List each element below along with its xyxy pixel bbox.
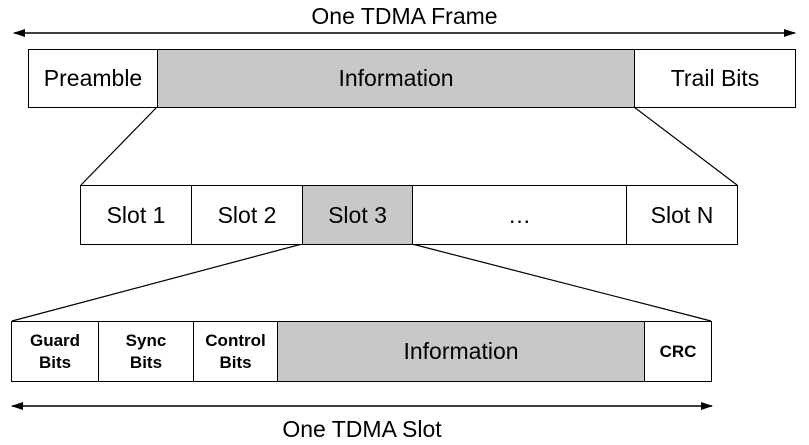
slot-span-label: One TDMA Slot xyxy=(282,416,442,442)
frame-field-information: Information xyxy=(158,50,635,107)
zoom-line-right-2 xyxy=(411,243,712,322)
slot-n: Slot N xyxy=(627,186,737,244)
frame-field-preamble: Preamble xyxy=(29,50,158,107)
zoom-line-left-1 xyxy=(80,106,158,186)
slot-detail-row: Guard Bits Sync Bits Control Bits Inform… xyxy=(11,321,712,382)
slot-3: Slot 3 xyxy=(303,186,413,244)
frame-field-trail-bits: Trail Bits xyxy=(635,50,795,107)
slot-1: Slot 1 xyxy=(81,186,192,244)
slots-row: Slot 1 Slot 2 Slot 3 … Slot N xyxy=(80,185,738,245)
zoom-line-left-2 xyxy=(11,243,303,322)
frame-span-label: One TDMA Frame xyxy=(311,3,498,29)
slot-field-information: Information xyxy=(278,322,645,381)
slot-2: Slot 2 xyxy=(192,186,303,244)
zoom-line-right-1 xyxy=(633,106,738,186)
slot-field-control-bits: Control Bits xyxy=(194,322,278,381)
slot-field-guard-bits: Guard Bits xyxy=(12,322,99,381)
slot-field-crc: CRC xyxy=(645,322,711,381)
slot-ellipsis: … xyxy=(413,186,627,244)
frame-row: Preamble Information Trail Bits xyxy=(28,49,796,108)
slot-field-sync-bits: Sync Bits xyxy=(99,322,194,381)
